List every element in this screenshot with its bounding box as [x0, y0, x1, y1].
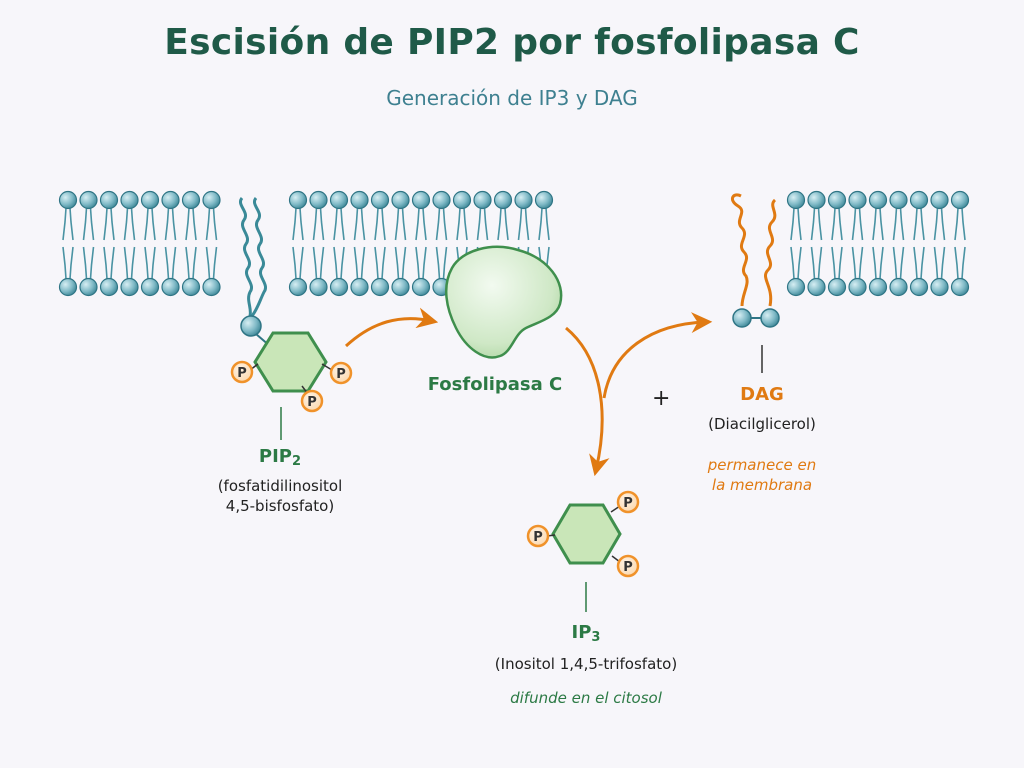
phospholipid [827, 190, 847, 297]
ip3-name-text: IP [571, 622, 592, 643]
ip3-note: difunde en el citosol [510, 689, 662, 707]
dag-glycerol-head [760, 308, 780, 328]
phospholipid [120, 190, 139, 297]
phospholipase-c-enzyme [445, 245, 563, 359]
pip2-tail [239, 197, 253, 317]
ip3-name: IP3 [516, 622, 656, 645]
pip2-desc-line1: (fosfatidilinositol [217, 477, 343, 495]
dag-note-line1: permanece en [707, 456, 817, 474]
phosphate-icon: P [526, 524, 550, 548]
svg-text:P: P [336, 367, 346, 382]
arrow-pip2-to-enzyme [344, 307, 439, 348]
phospholipid [99, 190, 119, 297]
ip3-inositol-ring [551, 503, 622, 565]
arrow-enzyme-to-ip3 [565, 326, 610, 477]
page-subtitle: Generación de IP3 y DAG [386, 86, 638, 110]
pip2-name-subscript: 2 [292, 454, 302, 469]
dag-glycerol-head [732, 308, 752, 328]
dag-name: DAG [740, 384, 784, 405]
pip2-name-text: PIP [258, 446, 293, 467]
phospholipid [181, 190, 201, 297]
svg-text:P: P [307, 395, 317, 410]
dag-note-line2: la membrana [711, 476, 813, 494]
dag-note: permanece en la membrana [692, 455, 832, 495]
page-title: Escisión de PIP2 por fosfolipasa C [164, 22, 860, 63]
pip2-molecule: P P P [230, 197, 353, 440]
pip2-phosphate-bond [321, 363, 333, 371]
phospholipid [889, 190, 908, 297]
svg-text:P: P [533, 530, 543, 545]
phospholipid [202, 190, 221, 297]
dag-tail [764, 198, 777, 307]
phosphate-icon: P [230, 360, 254, 384]
svg-text:P: P [623, 496, 633, 511]
pip2-desc-line2: 4,5-bisfosfato) [225, 497, 335, 515]
dag-tail [730, 193, 749, 307]
phospholipid [930, 190, 949, 297]
ip3-molecule: P P P [526, 490, 640, 612]
arrow-enzyme-to-dag [602, 312, 713, 399]
phospholipid [79, 190, 98, 297]
phospholipid [140, 190, 160, 297]
dag-description: (Diacilglicerol) [708, 415, 816, 433]
plus-sign: + [652, 386, 671, 411]
phospholipid [370, 190, 390, 297]
phosphate-icon: P [329, 361, 353, 385]
phospholipid [786, 190, 806, 297]
phospholipid [411, 190, 431, 297]
phospholipid [848, 190, 867, 297]
phospholipid [58, 190, 78, 297]
svg-text:P: P [623, 560, 633, 575]
phospholipid [868, 190, 888, 297]
phospholipid [350, 190, 369, 297]
phosphate-icon: P [616, 554, 640, 578]
phospholipid [288, 190, 308, 297]
pip2-description: (fosfatidilinositol 4,5-bisfosfato) [190, 476, 370, 516]
pip2-glycerol-head [240, 315, 262, 337]
enzyme-label: Fosfolipasa C [427, 374, 563, 395]
phospholipid [309, 190, 328, 297]
pip2-name: PIP2 [210, 446, 350, 469]
phosphate-icon: P [616, 490, 640, 514]
ip3-name-subscript: 3 [591, 630, 601, 645]
phospholipid [950, 190, 970, 297]
phospholipid [329, 190, 349, 297]
phosphate-icon: P [300, 389, 324, 413]
ip3-description: (Inositol 1,4,5-trifosfato) [494, 655, 678, 673]
phospholipid [391, 190, 410, 297]
phospholipid [161, 190, 180, 297]
phospholipid [909, 190, 929, 297]
dag-molecule [730, 193, 780, 373]
svg-text:P: P [237, 366, 247, 381]
membrane-bilayer [58, 190, 970, 297]
pip2-tail [250, 197, 267, 317]
phospholipid [807, 190, 826, 297]
